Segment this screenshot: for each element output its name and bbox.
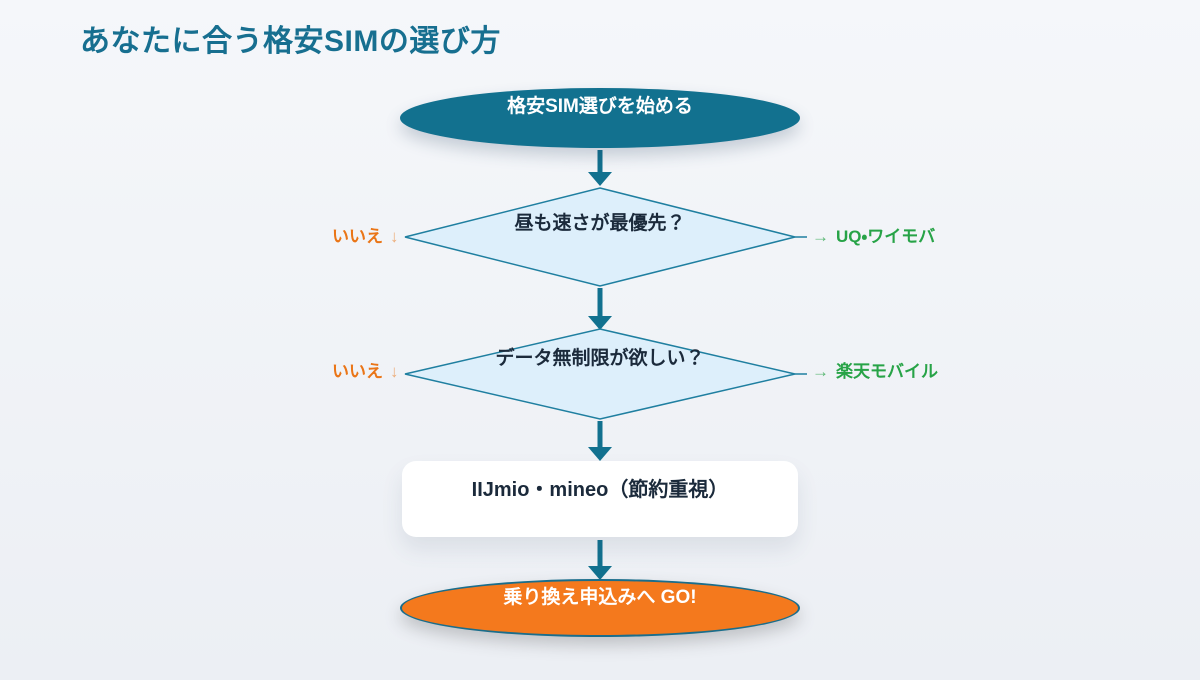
- start-node: 格安SIM選びを始める: [400, 88, 800, 148]
- arrow-down-icon: ↓: [390, 362, 399, 381]
- flow-arrow-q2-to-result: [588, 421, 612, 461]
- decision-q2-yes-branch: → 楽天モバイル: [812, 361, 938, 383]
- flow-arrow-result-to-end: [588, 540, 612, 580]
- decision-q1-no-label: いいえ: [332, 227, 383, 246]
- result-node-label: IIJmio・mineo（節約重視）: [471, 479, 729, 501]
- end-node: 乗り換え申込みへ GO!: [400, 579, 800, 637]
- decision-q1-label: 昼も速さが最優先？: [514, 213, 686, 234]
- result-node: IIJmio・mineo（節約重視）: [402, 461, 798, 537]
- arrow-down-icon: ↓: [390, 227, 399, 246]
- decision-q1-yes-branch: → UQ・ワイモバ: [812, 226, 935, 248]
- decision-q1-yes-label: UQ・ワイモバ: [836, 227, 936, 246]
- decision-q2-no-label: いいえ: [332, 362, 383, 381]
- arrow-right-icon: →: [812, 362, 829, 381]
- decision-q2-label: データ無制限が欲しい？: [495, 348, 705, 369]
- decision-q2-yes-label: 楽天モバイル: [836, 362, 938, 381]
- decision-q2-shape: [404, 328, 796, 420]
- start-node-label: 格安SIM選びを始める: [507, 96, 693, 117]
- arrow-right-icon: →: [812, 227, 829, 246]
- end-node-label: 乗り換え申込みへ GO!: [503, 587, 697, 608]
- page-title: あなたに合う格安SIMの選び方: [80, 25, 501, 58]
- flow-arrow-q1-to-q2: [588, 288, 612, 330]
- flow-arrow-start-to-q1: [588, 150, 612, 186]
- decision-q2-no-branch: いいえ ↓: [332, 361, 399, 383]
- decision-q1-shape: [404, 187, 796, 287]
- decision-q1-no-branch: いいえ ↓: [332, 226, 399, 248]
